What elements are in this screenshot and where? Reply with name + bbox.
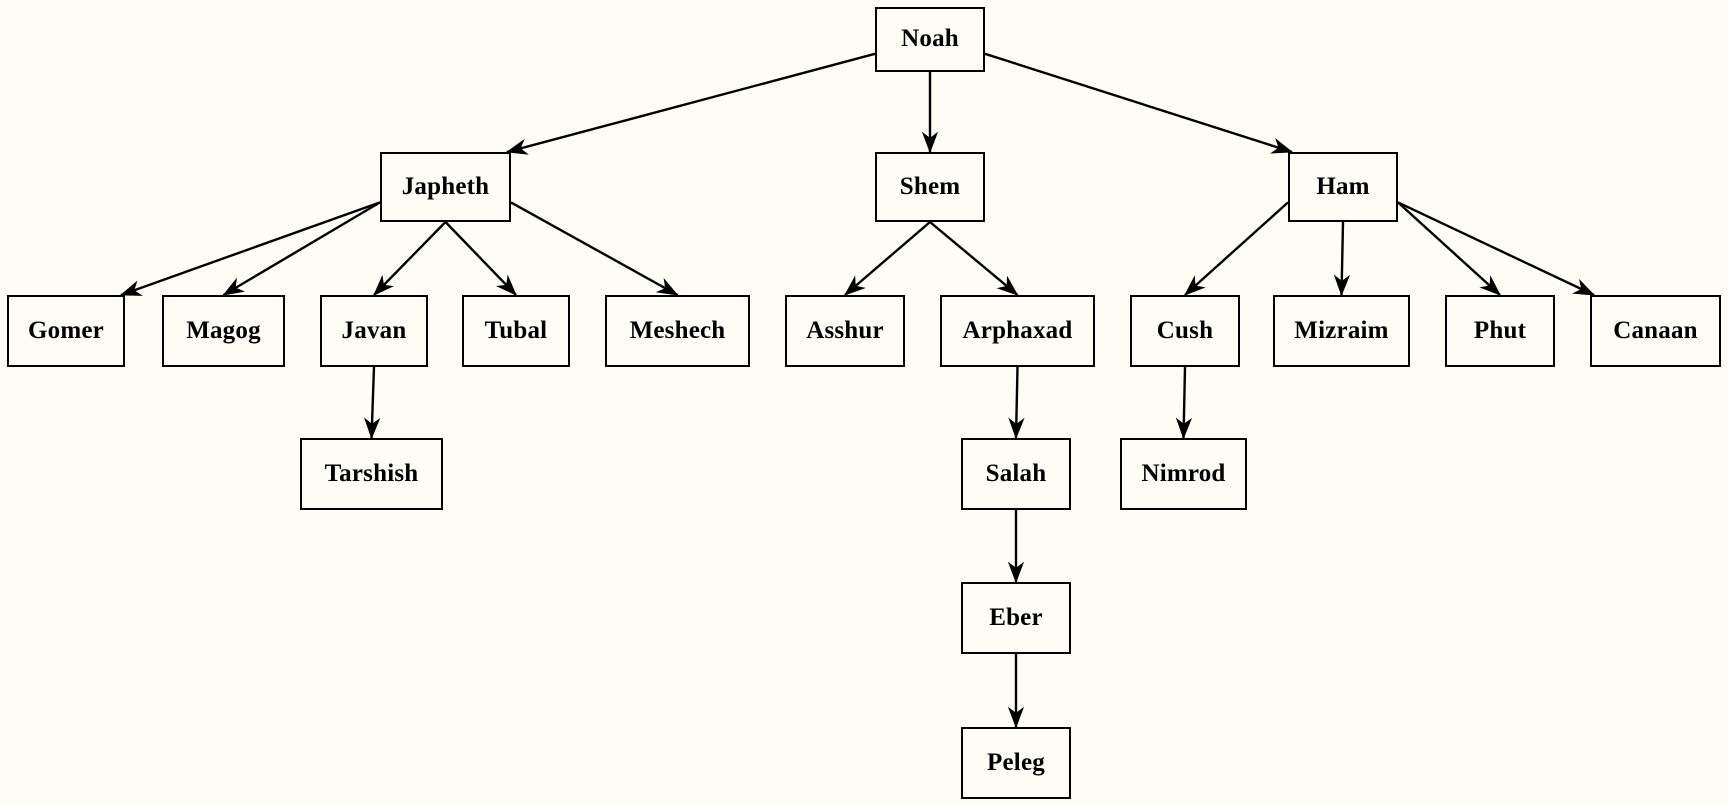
node-canaan[interactable]: Canaan xyxy=(1590,295,1721,367)
node-peleg[interactable]: Peleg xyxy=(961,727,1071,799)
node-asshur[interactable]: Asshur xyxy=(785,295,905,367)
node-cush[interactable]: Cush xyxy=(1130,295,1240,367)
node-label: Shem xyxy=(899,172,961,200)
node-mizraim[interactable]: Mizraim xyxy=(1273,295,1410,367)
node-gomer[interactable]: Gomer xyxy=(7,295,125,367)
node-arphaxad[interactable]: Arphaxad xyxy=(940,295,1095,367)
edge-noah-to-ham xyxy=(984,52,1294,154)
edge-arphaxad-to-salah xyxy=(1008,366,1025,440)
node-label: Magog xyxy=(186,316,261,344)
node-label: Nimrod xyxy=(1141,459,1226,487)
node-magog[interactable]: Magog xyxy=(162,295,285,367)
node-nimrod[interactable]: Nimrod xyxy=(1120,438,1247,510)
edge-ham-to-canaan xyxy=(1397,201,1596,297)
edge-shem-to-asshur xyxy=(844,221,931,296)
edge-ham-to-mizraim xyxy=(1333,221,1351,297)
node-salah[interactable]: Salah xyxy=(961,438,1071,510)
edge-ham-to-phut xyxy=(1397,201,1501,296)
node-tubal[interactable]: Tubal xyxy=(462,295,570,367)
edge-japheth-to-meshech xyxy=(510,201,679,297)
node-label: Arphaxad xyxy=(962,316,1073,344)
node-meshech[interactable]: Meshech xyxy=(605,295,750,367)
node-label: Mizraim xyxy=(1294,316,1389,344)
edge-shem-to-arphaxad xyxy=(929,221,1019,296)
node-phut[interactable]: Phut xyxy=(1445,295,1555,367)
edge-javan-to-tarshish xyxy=(364,366,381,440)
edge-japheth-to-magog xyxy=(222,201,381,297)
node-label: Japheth xyxy=(401,172,490,200)
node-label: Cush xyxy=(1156,316,1214,344)
node-shem[interactable]: Shem xyxy=(875,152,985,222)
node-label: Meshech xyxy=(629,316,726,344)
node-label: Noah xyxy=(901,25,959,52)
node-eber[interactable]: Eber xyxy=(961,582,1071,654)
node-tarshish[interactable]: Tarshish xyxy=(300,438,443,510)
node-label: Tarshish xyxy=(324,459,419,487)
node-label: Salah xyxy=(985,459,1047,487)
edge-japheth-to-javan xyxy=(373,221,447,296)
node-ham[interactable]: Ham xyxy=(1288,152,1398,222)
node-label: Phut xyxy=(1473,316,1527,344)
node-label: Javan xyxy=(341,316,407,344)
node-japheth[interactable]: Japheth xyxy=(380,152,511,222)
node-label: Ham xyxy=(1316,172,1370,200)
node-javan[interactable]: Javan xyxy=(320,295,428,367)
node-label: Eber xyxy=(989,603,1043,631)
node-label: Canaan xyxy=(1613,316,1698,344)
node-label: Peleg xyxy=(987,748,1045,776)
node-label: Tubal xyxy=(484,316,548,344)
node-label: Asshur xyxy=(806,316,884,344)
edge-japheth-to-tubal xyxy=(444,221,517,296)
edge-japheth-to-gomer xyxy=(119,201,381,297)
edge-noah-to-japheth xyxy=(505,52,876,155)
edge-cush-to-nimrod xyxy=(1175,366,1193,440)
edge-ham-to-cush xyxy=(1184,201,1289,296)
node-noah[interactable]: Noah xyxy=(875,7,985,72)
node-label: Gomer xyxy=(28,316,104,344)
